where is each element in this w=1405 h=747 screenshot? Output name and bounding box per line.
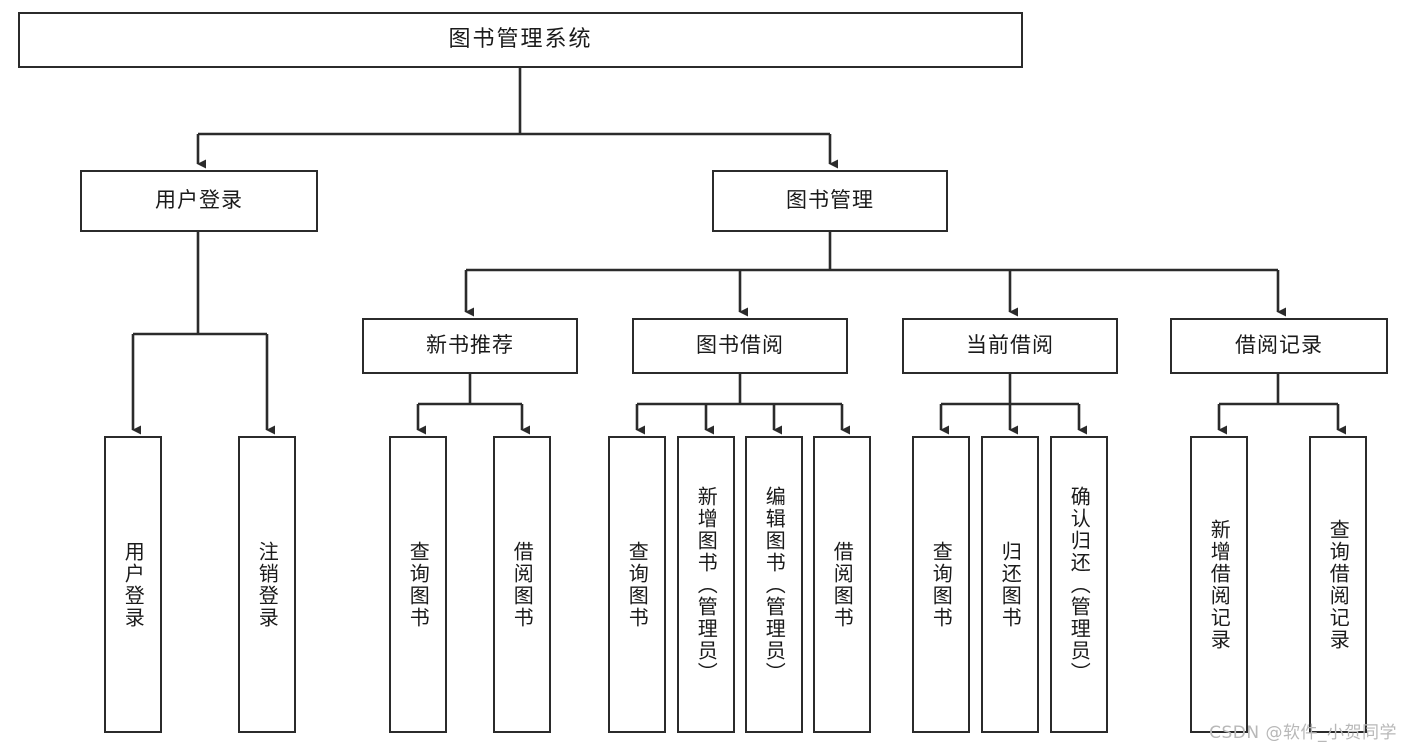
node-label: 查询图书 bbox=[625, 540, 650, 629]
node-label: 确认归还（管理员） bbox=[1067, 485, 1092, 684]
node-label: 查询图书 bbox=[406, 540, 431, 629]
node-user-login[interactable]: 用户登录 bbox=[80, 170, 318, 232]
node-label: 图书管理 bbox=[786, 188, 874, 213]
node-label: 借阅记录 bbox=[1235, 333, 1323, 358]
leaf-add-book-admin[interactable]: 新增图书（管理员） bbox=[677, 436, 735, 733]
node-label: 借阅图书 bbox=[510, 540, 535, 629]
node-label: 图书管理系统 bbox=[448, 26, 593, 52]
leaf-confirm-return-admin[interactable]: 确认归还（管理员） bbox=[1050, 436, 1108, 733]
node-label: 查询借阅记录 bbox=[1326, 518, 1351, 651]
csdn-watermark: CSDN @软件_小贺同学 bbox=[1209, 723, 1397, 743]
node-label: 用户登录 bbox=[155, 188, 243, 213]
node-book-management[interactable]: 图书管理 bbox=[712, 170, 948, 232]
leaf-add-borrow-record[interactable]: 新增借阅记录 bbox=[1190, 436, 1248, 733]
leaf-query-book-recommend[interactable]: 查询图书 bbox=[389, 436, 447, 733]
node-label: 新增借阅记录 bbox=[1207, 518, 1232, 651]
leaf-edit-book-admin[interactable]: 编辑图书（管理员） bbox=[745, 436, 803, 733]
leaf-borrow-book[interactable]: 借阅图书 bbox=[813, 436, 871, 733]
leaf-borrow-book-recommend[interactable]: 借阅图书 bbox=[493, 436, 551, 733]
node-label: 归还图书 bbox=[998, 540, 1023, 629]
leaf-return-book[interactable]: 归还图书 bbox=[981, 436, 1039, 733]
node-new-book-recommend[interactable]: 新书推荐 bbox=[362, 318, 578, 374]
leaf-logout-login[interactable]: 注销登录 bbox=[238, 436, 296, 733]
node-current-borrow[interactable]: 当前借阅 bbox=[902, 318, 1118, 374]
node-book-borrow[interactable]: 图书借阅 bbox=[632, 318, 848, 374]
node-label: 编辑图书（管理员） bbox=[762, 485, 787, 684]
leaf-query-book-borrow[interactable]: 查询图书 bbox=[608, 436, 666, 733]
node-borrow-record[interactable]: 借阅记录 bbox=[1170, 318, 1388, 374]
leaf-user-login[interactable]: 用户登录 bbox=[104, 436, 162, 733]
node-label: 图书借阅 bbox=[696, 333, 784, 358]
node-label: 借阅图书 bbox=[830, 540, 855, 629]
node-label: 新增图书（管理员） bbox=[694, 485, 719, 684]
leaf-query-book-current[interactable]: 查询图书 bbox=[912, 436, 970, 733]
node-label: 注销登录 bbox=[255, 540, 280, 629]
leaf-query-borrow-record[interactable]: 查询借阅记录 bbox=[1309, 436, 1367, 733]
node-label: 当前借阅 bbox=[966, 333, 1054, 358]
node-label: 用户登录 bbox=[121, 540, 146, 629]
node-label: 查询图书 bbox=[929, 540, 954, 629]
node-label: 新书推荐 bbox=[426, 333, 514, 358]
node-root-book-management-system[interactable]: 图书管理系统 bbox=[18, 12, 1023, 68]
